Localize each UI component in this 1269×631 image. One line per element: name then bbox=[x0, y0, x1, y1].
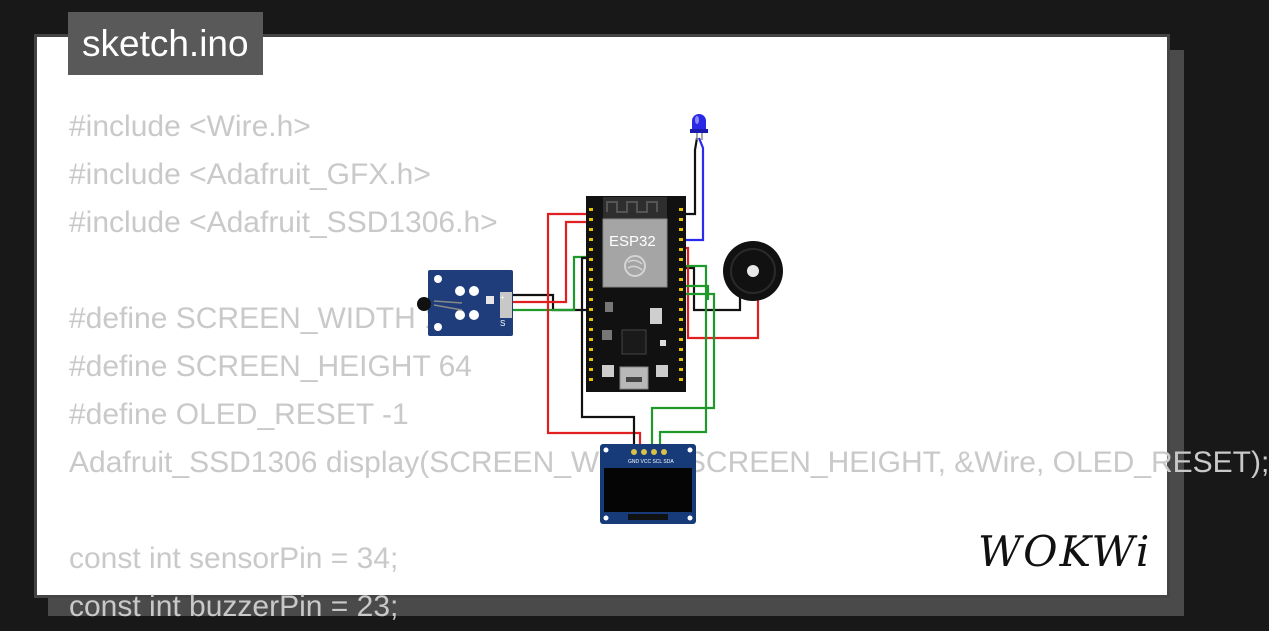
oled-display[interactable]: GND VCC SCL SDA bbox=[600, 444, 696, 524]
code-preview: #include <Wire.h> #include <Adafruit_GFX.… bbox=[69, 103, 1269, 631]
mcu-label: ESP32 bbox=[609, 233, 656, 250]
sensor-pin-s: S bbox=[500, 319, 505, 328]
wire-buzzer-gnd bbox=[680, 266, 742, 312]
wire-oled-scl bbox=[650, 292, 716, 447]
esp32-board[interactable]: ESP32 bbox=[586, 196, 686, 392]
wokwi-logo[interactable]: WOKWi bbox=[978, 527, 1152, 576]
code-line: #include <Adafruit_SSD1306.h> bbox=[69, 206, 498, 239]
wire-oled-sda bbox=[658, 264, 708, 447]
circuit-diagram: ESP32 + S bbox=[417, 114, 783, 524]
wire-green-loop bbox=[680, 284, 710, 300]
temperature-sensor-module[interactable]: + S bbox=[417, 270, 513, 336]
wires bbox=[512, 137, 760, 447]
code-line: const int sensorPin = 34; bbox=[69, 542, 399, 575]
code-line: const int buzzerPin = 23; bbox=[69, 590, 399, 623]
wire-oled-gnd bbox=[580, 256, 636, 447]
buzzer[interactable] bbox=[723, 241, 783, 301]
wire-oled-vcc bbox=[546, 212, 642, 447]
wire-led-anode bbox=[680, 137, 705, 242]
file-title-tab[interactable]: sketch.ino bbox=[68, 12, 263, 75]
code-line: #define OLED_RESET -1 bbox=[69, 398, 409, 431]
code-line: #include <Wire.h> bbox=[69, 110, 311, 143]
sensor-pin-plus: + bbox=[500, 293, 505, 302]
wire-sensor-vcc bbox=[512, 220, 593, 304]
code-line: #define SCREEN_HEIGHT 64 bbox=[69, 350, 472, 383]
oled-pin-labels: GND VCC SCL SDA bbox=[628, 459, 674, 465]
code-line: #include <Adafruit_GFX.h> bbox=[69, 158, 431, 191]
blue-led[interactable] bbox=[690, 114, 708, 140]
